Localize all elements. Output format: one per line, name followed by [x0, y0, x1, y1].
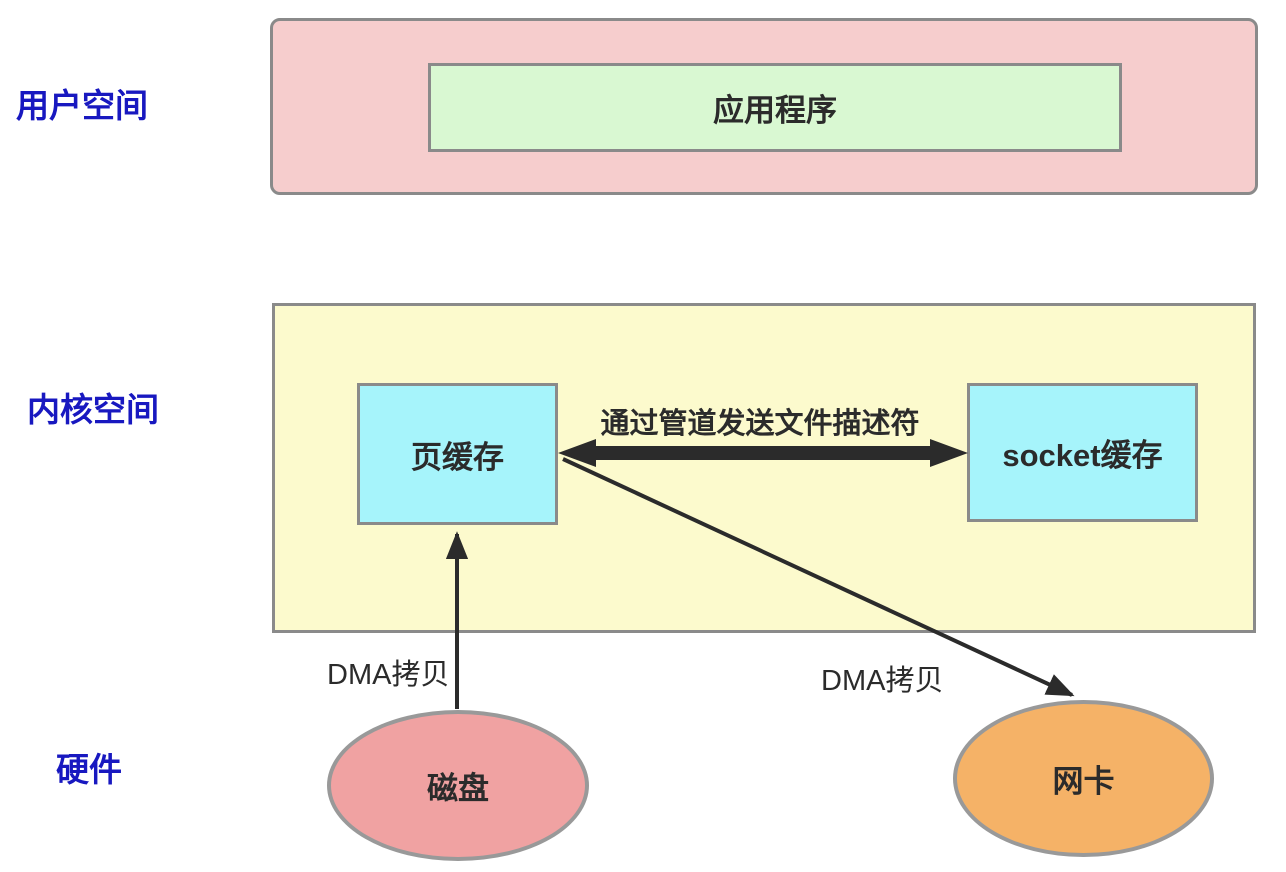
- dma-copy-label-nic: DMA拷贝: [821, 665, 944, 697]
- page-cache-node: 页缓存: [357, 383, 558, 525]
- disk-label: 磁盘: [427, 771, 489, 806]
- nic-label: 网卡: [1052, 764, 1115, 799]
- nic-node: 网卡: [953, 700, 1214, 857]
- page-cache-label: 页缓存: [411, 439, 504, 475]
- dma-copy-label-disk: DMA拷贝: [327, 659, 450, 691]
- socket-buffer-node: socket缓存: [967, 383, 1198, 522]
- disk-node: 磁盘: [327, 710, 589, 861]
- socket-buffer-label: socket缓存: [1002, 438, 1163, 473]
- pipe-arrow-label: 通过管道发送文件描述符: [600, 408, 920, 440]
- application-label: 应用程序: [713, 93, 837, 128]
- label-kernel-space: 内核空间: [27, 391, 159, 428]
- label-hardware: 硬件: [56, 751, 122, 788]
- application-node: 应用程序: [428, 63, 1122, 152]
- label-user-space: 用户空间: [16, 87, 148, 124]
